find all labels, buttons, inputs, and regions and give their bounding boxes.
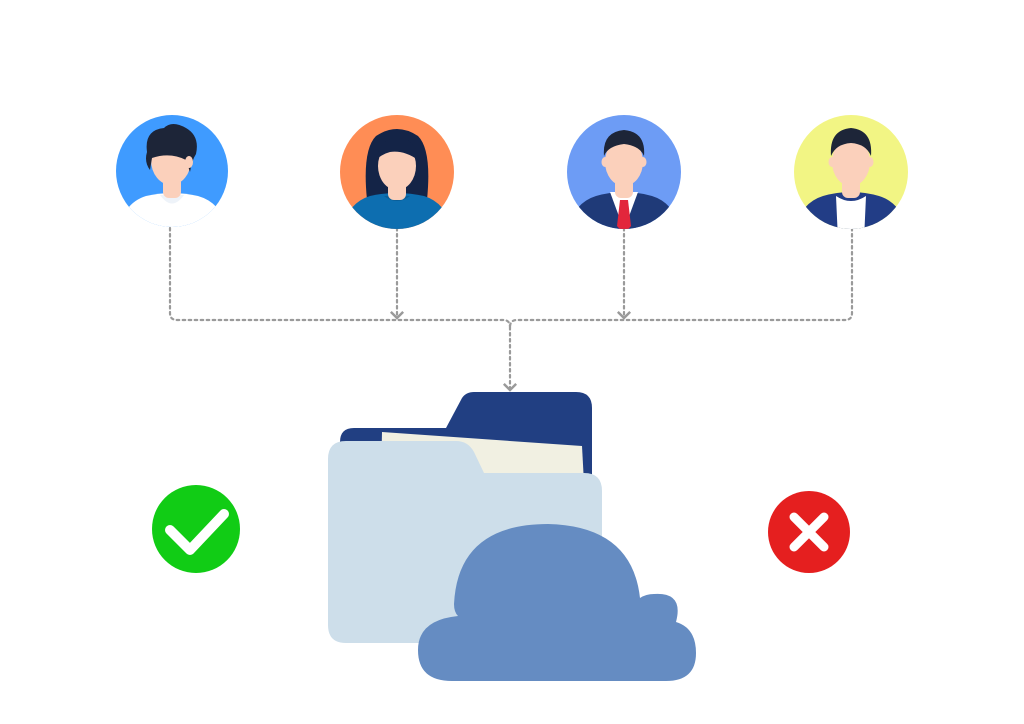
- check-icon: [152, 485, 240, 573]
- x-icon: [768, 491, 850, 573]
- folder-with-cloud-icon: [328, 392, 696, 681]
- approve-circle: [152, 485, 240, 573]
- user-avatar-1: [116, 115, 228, 227]
- connector-lines: [168, 226, 854, 392]
- user-avatar-3: [567, 115, 681, 229]
- user-avatar-2: [340, 115, 454, 229]
- avatar-hair: [146, 124, 197, 172]
- avatar-hair: [830, 128, 872, 156]
- avatar-shirt: [836, 196, 866, 229]
- connector-user-1: [168, 226, 512, 329]
- checkmark: [165, 509, 229, 555]
- avatar-tie: [617, 200, 631, 229]
- avatar-shirt: [118, 193, 228, 227]
- user-avatar-4: [794, 115, 908, 229]
- connector-user-4: [508, 226, 854, 329]
- cloud-icon: [418, 524, 696, 681]
- x-mark: [789, 512, 829, 552]
- avatar-hair: [603, 130, 645, 156]
